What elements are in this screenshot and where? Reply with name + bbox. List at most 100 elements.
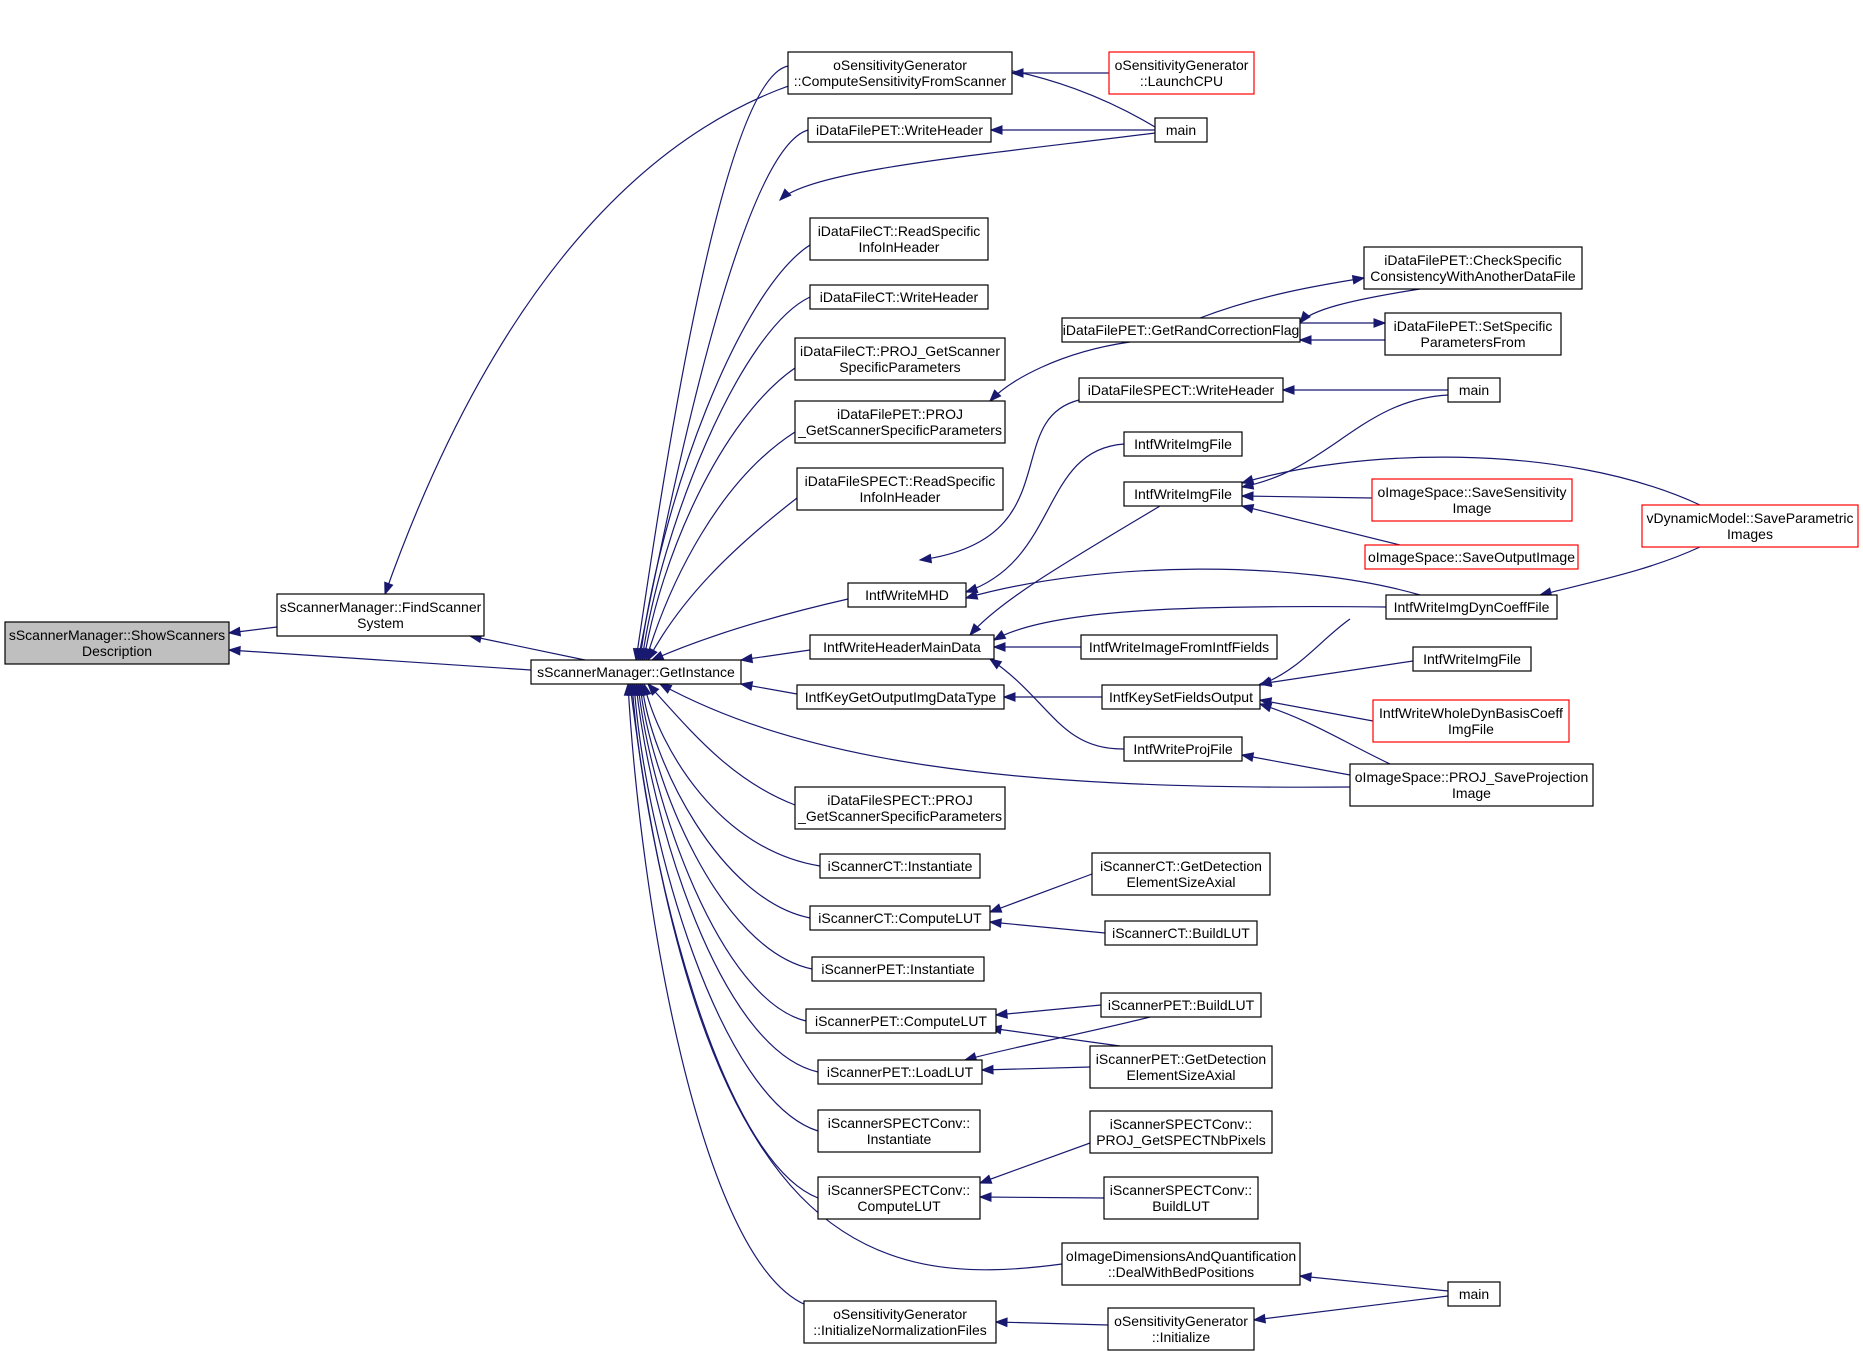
- node-iwif2[interactable]: IntfWriteImgFile: [1123, 481, 1243, 507]
- node-os-inf[interactable]: oSensitivityGenerator::InitializeNormali…: [803, 1300, 997, 1344]
- node-ois-so[interactable]: oImageSpace::SaveOutputImage: [1364, 544, 1579, 570]
- node-box[interactable]: [1061, 317, 1301, 343]
- node-box[interactable]: [1061, 1242, 1301, 1286]
- node-box[interactable]: [1091, 852, 1271, 896]
- node-pet-csc[interactable]: iDataFilePET::CheckSpecificConsistencyWi…: [1363, 246, 1583, 290]
- node-box[interactable]: [811, 956, 985, 982]
- node-box[interactable]: [847, 582, 967, 608]
- node-box[interactable]: [807, 117, 992, 143]
- node-box[interactable]: [1447, 1281, 1501, 1307]
- node-getinst[interactable]: sScannerManager::GetInstance: [530, 659, 742, 685]
- node-intf-hmd[interactable]: IntfWriteHeaderMainData: [809, 634, 995, 660]
- node-oidq[interactable]: oImageDimensionsAndQuantification::DealW…: [1061, 1242, 1301, 1286]
- node-iwif1[interactable]: IntfWriteImgFile: [1123, 431, 1243, 457]
- node-main3[interactable]: main: [1447, 1281, 1501, 1307]
- node-box[interactable]: [1371, 478, 1573, 522]
- node-ct-inst[interactable]: iScannerCT::Instantiate: [819, 853, 981, 879]
- node-pet-blut[interactable]: iScannerPET::BuildLUT: [1100, 992, 1262, 1018]
- node-sc-clut[interactable]: iScannerSPECTConv::ComputeLUT: [817, 1176, 981, 1220]
- node-box[interactable]: [787, 51, 1013, 95]
- node-box[interactable]: [1154, 117, 1208, 143]
- node-pet-llut[interactable]: iScannerPET::LoadLUT: [817, 1059, 983, 1085]
- node-box[interactable]: [1104, 920, 1258, 946]
- node-box[interactable]: [1412, 646, 1532, 672]
- node-iwpf[interactable]: IntfWriteProjFile: [1123, 736, 1243, 762]
- node-box[interactable]: [809, 284, 989, 310]
- node-spect-wh[interactable]: iDataFileSPECT::WriteHeader: [1078, 377, 1284, 403]
- node-box[interactable]: [809, 634, 995, 660]
- node-iwif3[interactable]: IntfWriteImgFile: [1412, 646, 1532, 672]
- node-sc-blut[interactable]: iScannerSPECTConv::BuildLUT: [1103, 1176, 1259, 1220]
- node-intf-mhd[interactable]: IntfWriteMHD: [847, 582, 967, 608]
- node-box[interactable]: [1089, 1045, 1273, 1089]
- node-pet-inst[interactable]: iScannerPET::Instantiate: [811, 956, 985, 982]
- node-box[interactable]: [1080, 634, 1278, 660]
- node-box[interactable]: [1349, 763, 1594, 807]
- node-box[interactable]: [817, 1059, 983, 1085]
- node-ct-blut[interactable]: iScannerCT::BuildLUT: [1104, 920, 1258, 946]
- node-oscomp[interactable]: oSensitivityGenerator::ComputeSensitivit…: [787, 51, 1013, 95]
- node-box[interactable]: [796, 467, 1004, 511]
- node-box[interactable]: [276, 593, 485, 637]
- node-box[interactable]: [1372, 699, 1570, 743]
- node-box[interactable]: [1078, 377, 1284, 403]
- node-box[interactable]: [819, 853, 981, 879]
- node-iwiff[interactable]: IntfWriteImageFromIntfFields: [1080, 634, 1278, 660]
- node-box[interactable]: [1385, 594, 1558, 620]
- node-ct-clut[interactable]: iScannerCT::ComputeLUT: [809, 905, 991, 931]
- node-box[interactable]: [1123, 481, 1243, 507]
- node-box[interactable]: [1107, 1307, 1255, 1351]
- node-main2[interactable]: main: [1447, 377, 1501, 403]
- node-box[interactable]: [1108, 51, 1255, 95]
- node-box[interactable]: [1089, 1110, 1273, 1154]
- node-pet-wh[interactable]: iDataFilePET::WriteHeader: [807, 117, 992, 143]
- node-iwdcf[interactable]: IntfWriteImgDynCoeffFile: [1385, 594, 1558, 620]
- node-intf-key[interactable]: IntfKeyGetOutputImgDataType: [796, 684, 1005, 710]
- node-box[interactable]: [1447, 377, 1501, 403]
- node-box[interactable]: [809, 217, 989, 261]
- node-box[interactable]: [1363, 246, 1583, 290]
- node-iksfo[interactable]: IntfKeySetFieldsOutput: [1101, 684, 1261, 710]
- node-pet-clut[interactable]: iScannerPET::ComputeLUT: [805, 1008, 997, 1034]
- node-box[interactable]: [794, 400, 1006, 444]
- node-box[interactable]: [1103, 1176, 1259, 1220]
- node-box[interactable]: [1364, 544, 1579, 570]
- node-box[interactable]: [817, 1176, 981, 1220]
- node-ct-wh[interactable]: iDataFileCT::WriteHeader: [809, 284, 989, 310]
- node-sc-gsnp[interactable]: iScannerSPECTConv::PROJ_GetSPECTNbPixels: [1089, 1110, 1273, 1154]
- node-box[interactable]: [794, 786, 1006, 830]
- node-pet-grcf[interactable]: iDataFilePET::GetRandCorrectionFlag: [1061, 317, 1301, 343]
- node-box[interactable]: [1384, 312, 1562, 356]
- node-box[interactable]: [1123, 431, 1243, 457]
- node-os-init[interactable]: oSensitivityGenerator::Initialize: [1107, 1307, 1255, 1351]
- node-box[interactable]: [796, 684, 1005, 710]
- node-box[interactable]: [809, 905, 991, 931]
- node-launchcpu[interactable]: oSensitivityGenerator::LaunchCPU: [1108, 51, 1255, 95]
- node-main1[interactable]: main: [1154, 117, 1208, 143]
- node-pet-proj[interactable]: iDataFilePET::PROJ_GetScannerSpecificPar…: [794, 400, 1006, 444]
- node-spect-proj[interactable]: iDataFileSPECT::PROJ_GetScannerSpecificP…: [794, 786, 1006, 830]
- node-sc-inst[interactable]: iScannerSPECTConv::Instantiate: [817, 1109, 981, 1153]
- node-box[interactable]: [794, 337, 1006, 381]
- node-box[interactable]: [817, 1109, 981, 1153]
- node-box[interactable]: [805, 1008, 997, 1034]
- node-box[interactable]: [803, 1300, 997, 1344]
- node-ct-proj[interactable]: iDataFileCT::PROJ_GetScannerSpecificPara…: [794, 337, 1006, 381]
- node-box[interactable]: [4, 621, 230, 665]
- node-pet-gdesa[interactable]: iScannerPET::GetDetectionElementSizeAxia…: [1089, 1045, 1273, 1089]
- node-box[interactable]: [1123, 736, 1243, 762]
- node-box[interactable]: [1641, 504, 1859, 548]
- node-box[interactable]: [1101, 684, 1261, 710]
- node-box[interactable]: [530, 659, 742, 685]
- node-box[interactable]: [1100, 992, 1262, 1018]
